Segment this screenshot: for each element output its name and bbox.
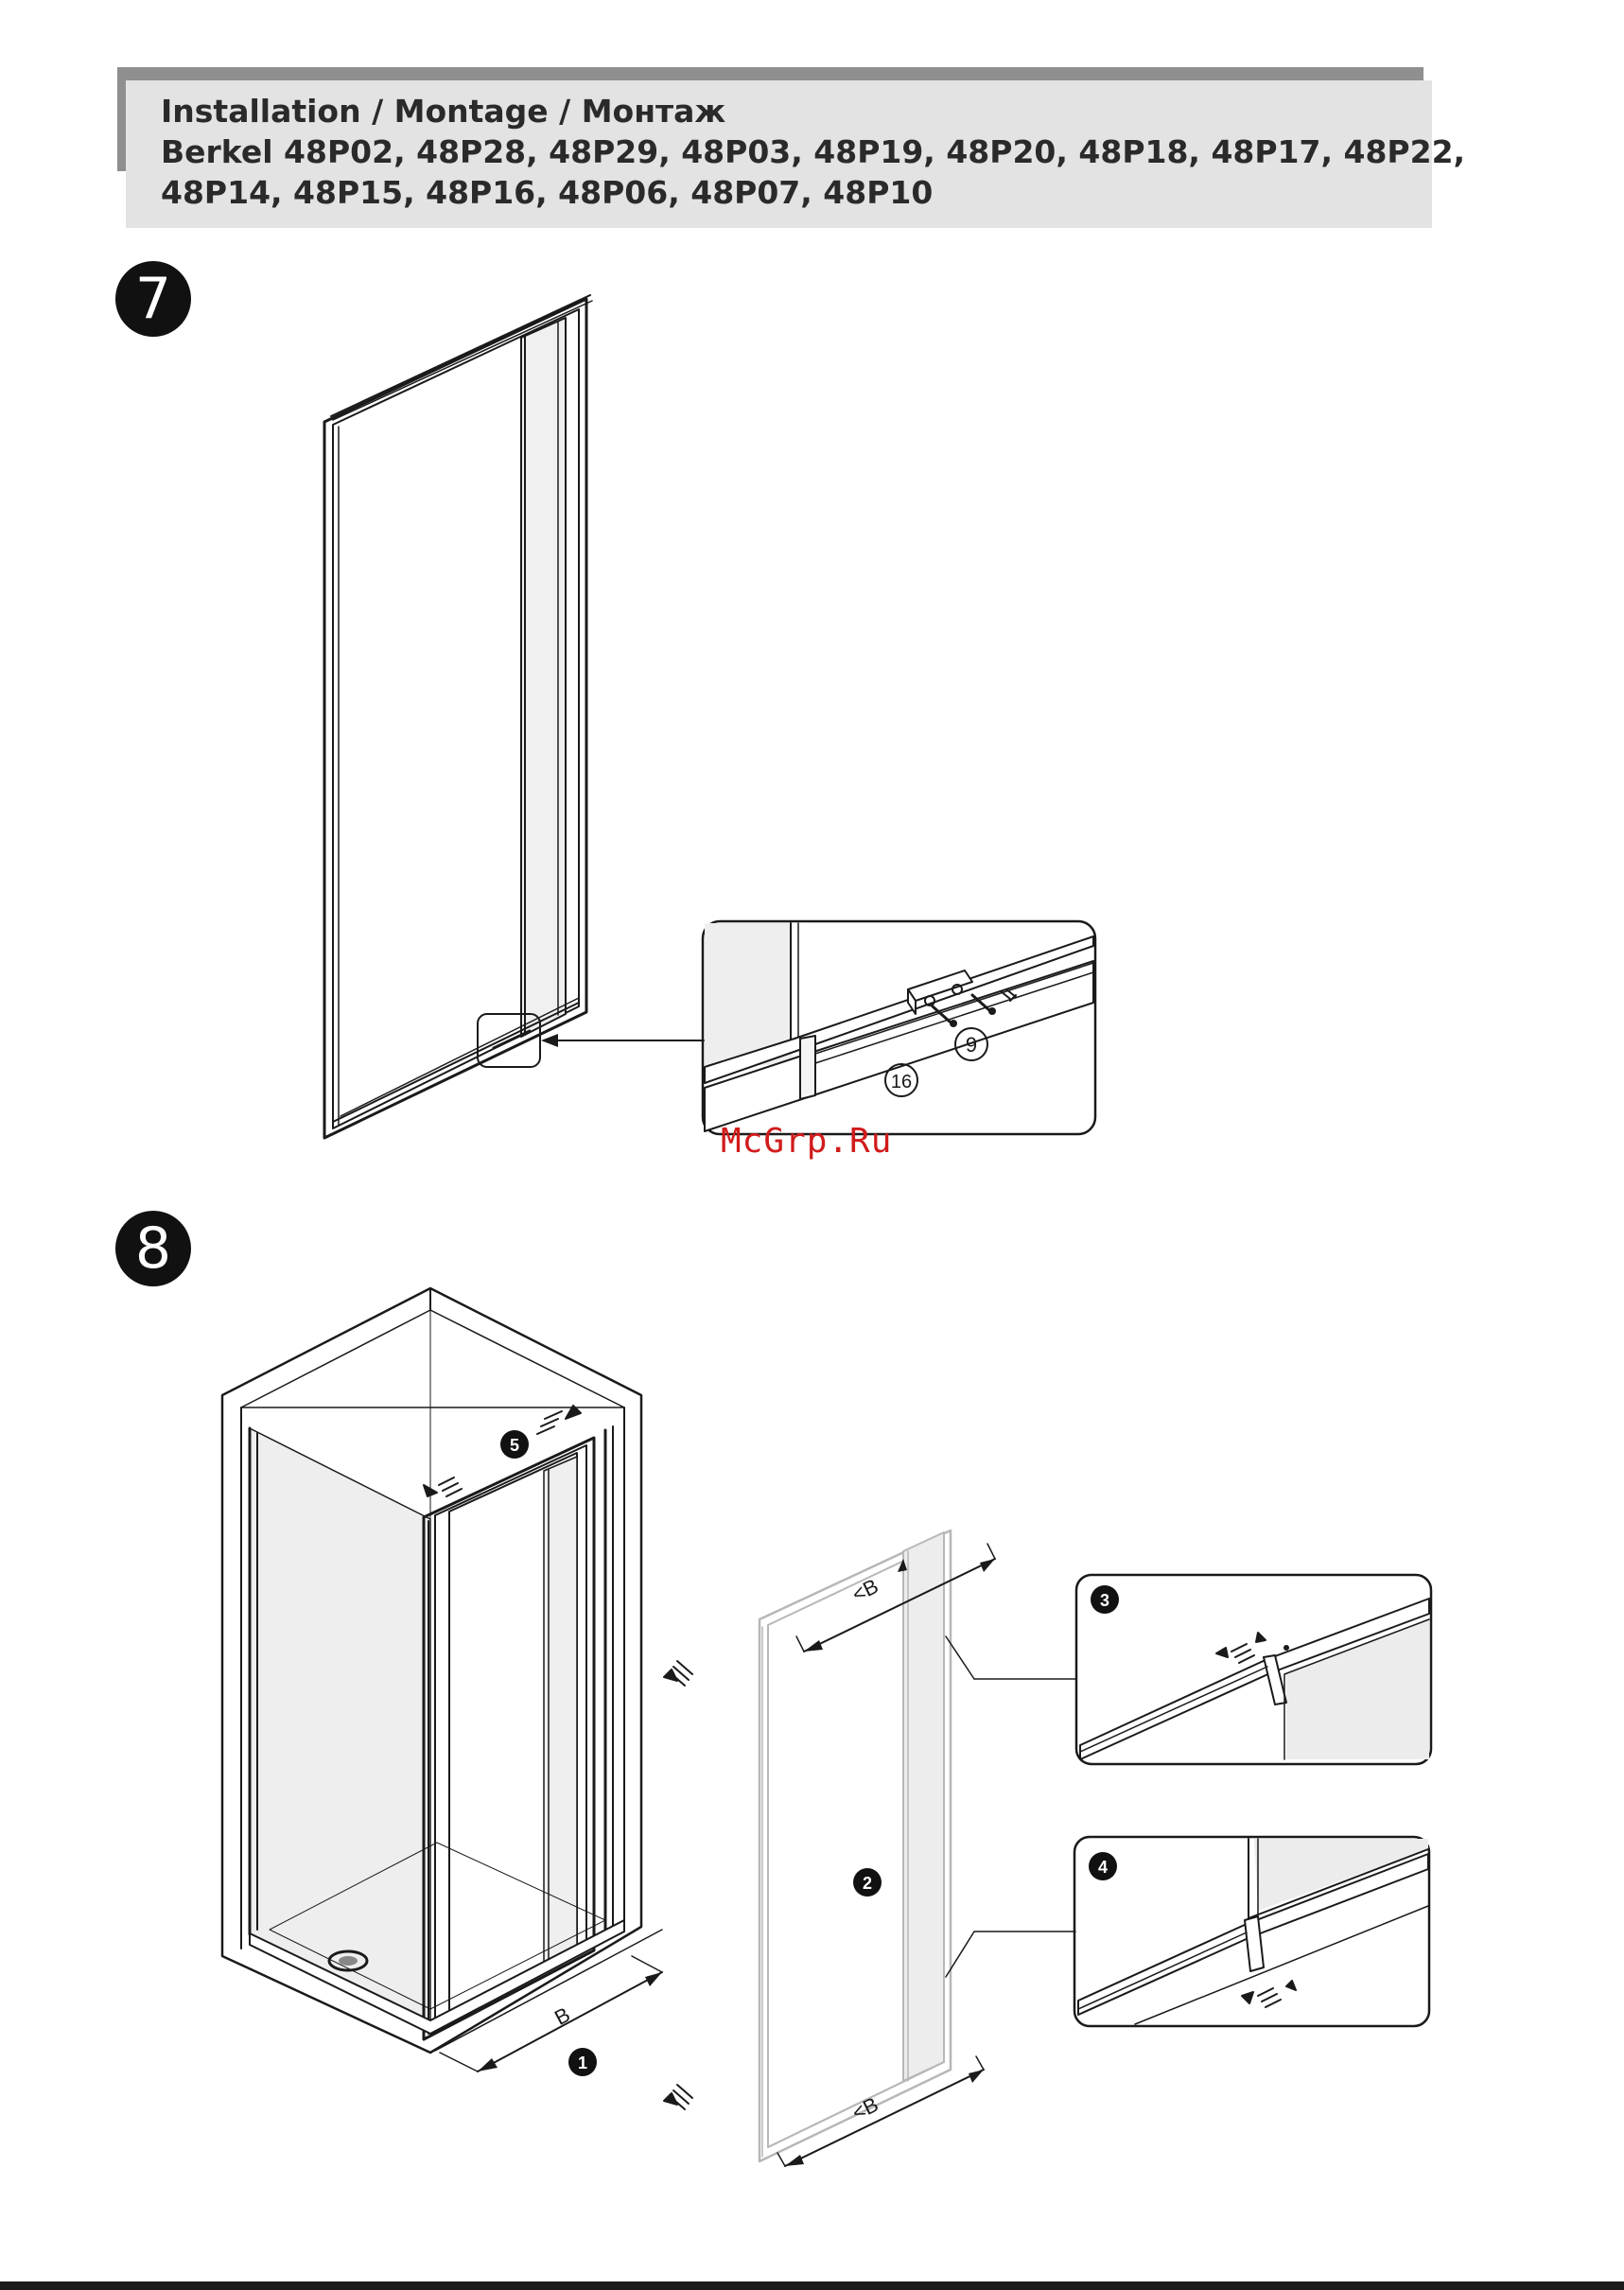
step-8-marker-1: 1 <box>578 2054 587 2072</box>
step-8-marker-3: 3 <box>1100 1591 1109 1610</box>
step-8-cabin <box>222 1288 692 2109</box>
step-8-dim-b: B <box>550 2002 574 2030</box>
step-8-marker-4: 4 <box>1098 1858 1108 1877</box>
step-7-part-9-label: 9 <box>966 1033 977 1057</box>
step-7-door-panel <box>324 295 704 1138</box>
step-8-detail-4 <box>1074 1837 1429 2026</box>
step-7-part-16-label: 16 <box>891 1072 912 1093</box>
step-8-marker-2: 2 <box>863 1874 872 1893</box>
step-8-dim-lt-b-top: <B <box>848 1574 882 1607</box>
step-8-exploded-door <box>760 1530 951 2161</box>
step-8-detail-3 <box>1076 1575 1431 1764</box>
step-8-marker-5: 5 <box>510 1436 519 1455</box>
footer-rule <box>0 2281 1624 2290</box>
step-7-detail-zoom <box>703 921 1095 1134</box>
step-8-dim-lt-b-bottom: <B <box>848 2092 882 2125</box>
watermark: McGrp.Ru <box>721 1122 892 1161</box>
